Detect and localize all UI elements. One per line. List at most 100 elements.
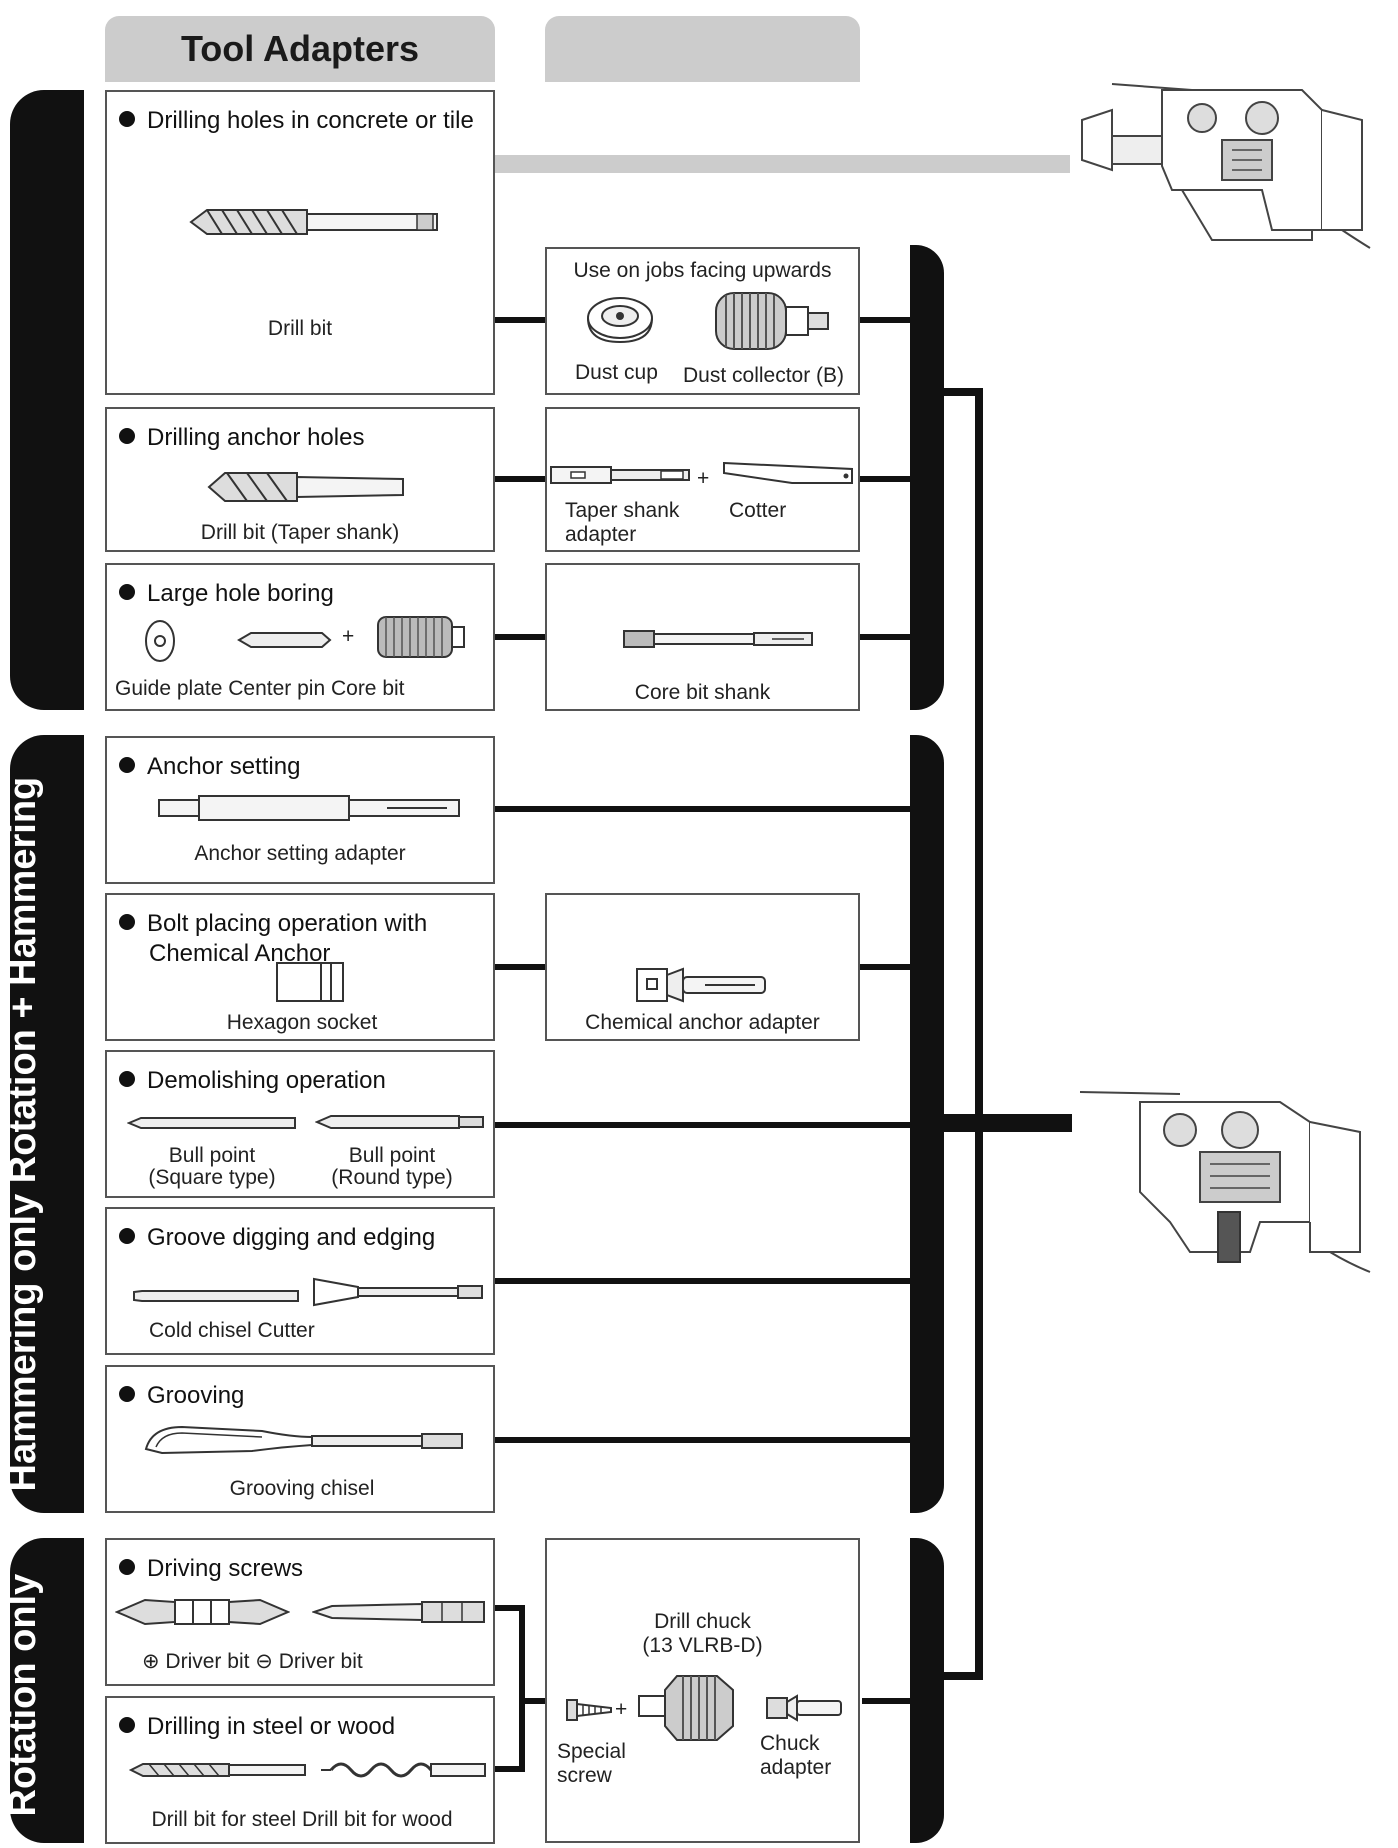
app-title-anchor-holes: Drilling anchor holes bbox=[119, 423, 364, 453]
bracket-to-chuck bbox=[519, 1698, 547, 1704]
app-title-anchor-holes-text: Drilling anchor holes bbox=[147, 424, 365, 451]
grooving-chisel-icon bbox=[144, 1425, 463, 1455]
label-chemical-anchor-adapter: Chemical anchor adapter bbox=[585, 1011, 820, 1034]
app-title-grooving-text: Grooving bbox=[147, 1382, 245, 1409]
cold-chisel-icon bbox=[133, 1290, 299, 1302]
app-box-driving-screws: Driving screws ⊕ Driver bit ⊖ Driver bit bbox=[105, 1538, 495, 1686]
adapter-box-dust: Use on jobs facing upwards Dust cup Dust… bbox=[545, 247, 860, 395]
label-steel-wood-bits: Drill bit for steel Drill bit for wood bbox=[151, 1808, 453, 1831]
label-cotter: Cotter bbox=[729, 499, 787, 522]
label-dust-collector: Dust collector (B) bbox=[683, 364, 845, 387]
app-title-bolt-placing-line1: Bolt placing operation with bbox=[147, 910, 428, 937]
plus-sign-2: + bbox=[697, 467, 710, 490]
chuck-adapter-icon bbox=[766, 1694, 842, 1722]
taper-shank-adapter-icon bbox=[550, 466, 690, 484]
rotary-hammer-icon bbox=[1079, 1091, 1371, 1273]
dust-collector-icon bbox=[715, 292, 829, 350]
connector-row-8 bbox=[495, 1437, 910, 1443]
app-title-anchor-setting-text: Anchor setting bbox=[147, 753, 301, 780]
guide-plate-icon bbox=[145, 620, 175, 662]
label-bull-round-2: (Round type) bbox=[331, 1166, 453, 1189]
wood-drill-bit-icon bbox=[321, 1762, 486, 1778]
label-large-hole-parts: Guide plate Center pin Core bit bbox=[115, 677, 405, 700]
label-bull-square-2: (Square type) bbox=[148, 1166, 276, 1189]
page-title: Tool Adapters bbox=[180, 28, 419, 69]
app-title-demolishing: Demolishing operation bbox=[119, 1066, 386, 1096]
adapter-box-drill-chuck: Drill chuck (13 VLRB-D) + Special screw … bbox=[545, 1538, 860, 1843]
app-title-concrete-text: Drilling holes in concrete or tile bbox=[147, 107, 474, 134]
mode-label-rotation-only: Rotation only bbox=[8, 1573, 44, 1817]
app-title-driving-screws-text: Driving screws bbox=[147, 1555, 304, 1582]
plus-sign-1: + bbox=[342, 625, 355, 648]
drill-chuck-icon bbox=[638, 1675, 734, 1741]
app-box-bolt-placing: Bolt placing operation with Chemical Anc… bbox=[105, 893, 495, 1041]
label-bull-square-1: Bull point bbox=[168, 1144, 256, 1167]
anchor-setting-adapter-icon bbox=[158, 795, 460, 821]
minus-driver-bit-icon bbox=[312, 1601, 485, 1623]
header-tab-right bbox=[545, 16, 860, 82]
app-title-driving-screws: Driving screws bbox=[119, 1554, 303, 1584]
app-box-grooving: Grooving Grooving chisel bbox=[105, 1365, 495, 1513]
app-box-groove-digging: Groove digging and edging Cold chisel Cu… bbox=[105, 1207, 495, 1355]
mode-label-rotation-hammering: Rotation + Hammering bbox=[8, 776, 44, 1184]
bull-point-round-icon bbox=[315, 1115, 484, 1129]
app-title-grooving: Grooving bbox=[119, 1381, 244, 1411]
right-bar-hammering-only bbox=[910, 735, 944, 1513]
mode-label-hammering-text: Hammering only Rotation + Hammering bbox=[8, 777, 45, 1492]
label-hexagon-socket: Hexagon socket bbox=[226, 1011, 378, 1034]
label-chuck-title-2: (13 VLRB-D) bbox=[642, 1634, 763, 1657]
dust-cup-icon bbox=[587, 297, 653, 344]
connector-chuck-out bbox=[862, 1698, 910, 1704]
label-taper-shank-2: adapter bbox=[565, 523, 637, 546]
connector-row-6 bbox=[495, 1122, 910, 1128]
hexagon-socket-icon bbox=[276, 962, 344, 1002]
app-box-anchor-setting: Anchor setting Anchor setting adapter bbox=[105, 736, 495, 884]
mode-label-hammering-only: Hammering only bbox=[8, 1193, 44, 1492]
bracket-vertical bbox=[519, 1605, 525, 1772]
rotary-hammer-with-dust-system-icon bbox=[1081, 83, 1371, 249]
app-title-concrete: Drilling holes in concrete or tile bbox=[119, 106, 474, 136]
bull-point-square-icon bbox=[127, 1117, 296, 1129]
core-bit-icon bbox=[377, 616, 465, 658]
app-box-demolishing: Demolishing operation Bull point (Square… bbox=[105, 1050, 495, 1198]
label-taper-shank-1: Taper shank bbox=[565, 499, 680, 522]
mode-label-rotation: Rotation only bbox=[8, 1538, 82, 1838]
trunk-bottom-link bbox=[944, 1672, 982, 1680]
mode-label-hammering: Hammering only Rotation + Hammering bbox=[8, 735, 82, 1513]
app-box-concrete: Drilling holes in concrete or tile Drill… bbox=[105, 90, 495, 395]
app-title-bolt-placing: Bolt placing operation with bbox=[119, 909, 427, 939]
trunk-to-tool bbox=[944, 1114, 1072, 1132]
bracket-bottom bbox=[495, 1766, 525, 1772]
app-title-demolishing-text: Demolishing operation bbox=[147, 1067, 386, 1094]
label-dust-cup: Dust cup bbox=[575, 361, 658, 384]
chemical-anchor-adapter-icon bbox=[636, 967, 766, 1003]
label-driver-bits: ⊕ Driver bit ⊖ Driver bit bbox=[142, 1650, 363, 1673]
dust-attachment-guide-bar bbox=[495, 155, 1070, 173]
core-bit-shank-icon bbox=[623, 630, 813, 648]
label-bull-round-1: Bull point bbox=[348, 1144, 436, 1167]
trunk-vertical bbox=[975, 388, 983, 1680]
mode-bar-hammering-only bbox=[10, 735, 84, 1513]
special-screw-icon bbox=[566, 1699, 612, 1721]
label-grooving-chisel: Grooving chisel bbox=[229, 1477, 375, 1500]
label-taper-drill-bit: Drill bit (Taper shank) bbox=[200, 521, 400, 544]
trunk-top-link bbox=[944, 388, 982, 396]
label-special-screw-1: Special bbox=[557, 1740, 626, 1763]
mode-bar-rotation-only bbox=[10, 1538, 84, 1843]
label-core-bit-shank: Core bit shank bbox=[634, 681, 771, 704]
adapter-box-taper-shank: + Taper shank adapter Cotter bbox=[545, 407, 860, 552]
taper-drill-bit-icon bbox=[207, 472, 404, 502]
plus-driver-bit-icon bbox=[115, 1598, 290, 1626]
label-chuck-adapter-1: Chuck bbox=[760, 1732, 820, 1755]
app-title-groove-digging: Groove digging and edging bbox=[119, 1223, 435, 1253]
adapter-box-chemical-anchor: Chemical anchor adapter bbox=[545, 893, 860, 1041]
app-box-large-hole: Large hole boring + Guide plate Center p… bbox=[105, 563, 495, 711]
label-anchor-setting-adapter: Anchor setting adapter bbox=[194, 842, 406, 865]
app-title-steel-wood-text: Drilling in steel or wood bbox=[147, 1713, 396, 1740]
plus-sign-3: + bbox=[615, 1698, 628, 1721]
app-title-large-hole-text: Large hole boring bbox=[147, 580, 334, 607]
cutter-icon bbox=[313, 1277, 483, 1307]
drill-bit-icon bbox=[189, 209, 438, 235]
label-drill-bit: Drill bit bbox=[267, 317, 333, 340]
connector-row-4 bbox=[495, 806, 910, 812]
